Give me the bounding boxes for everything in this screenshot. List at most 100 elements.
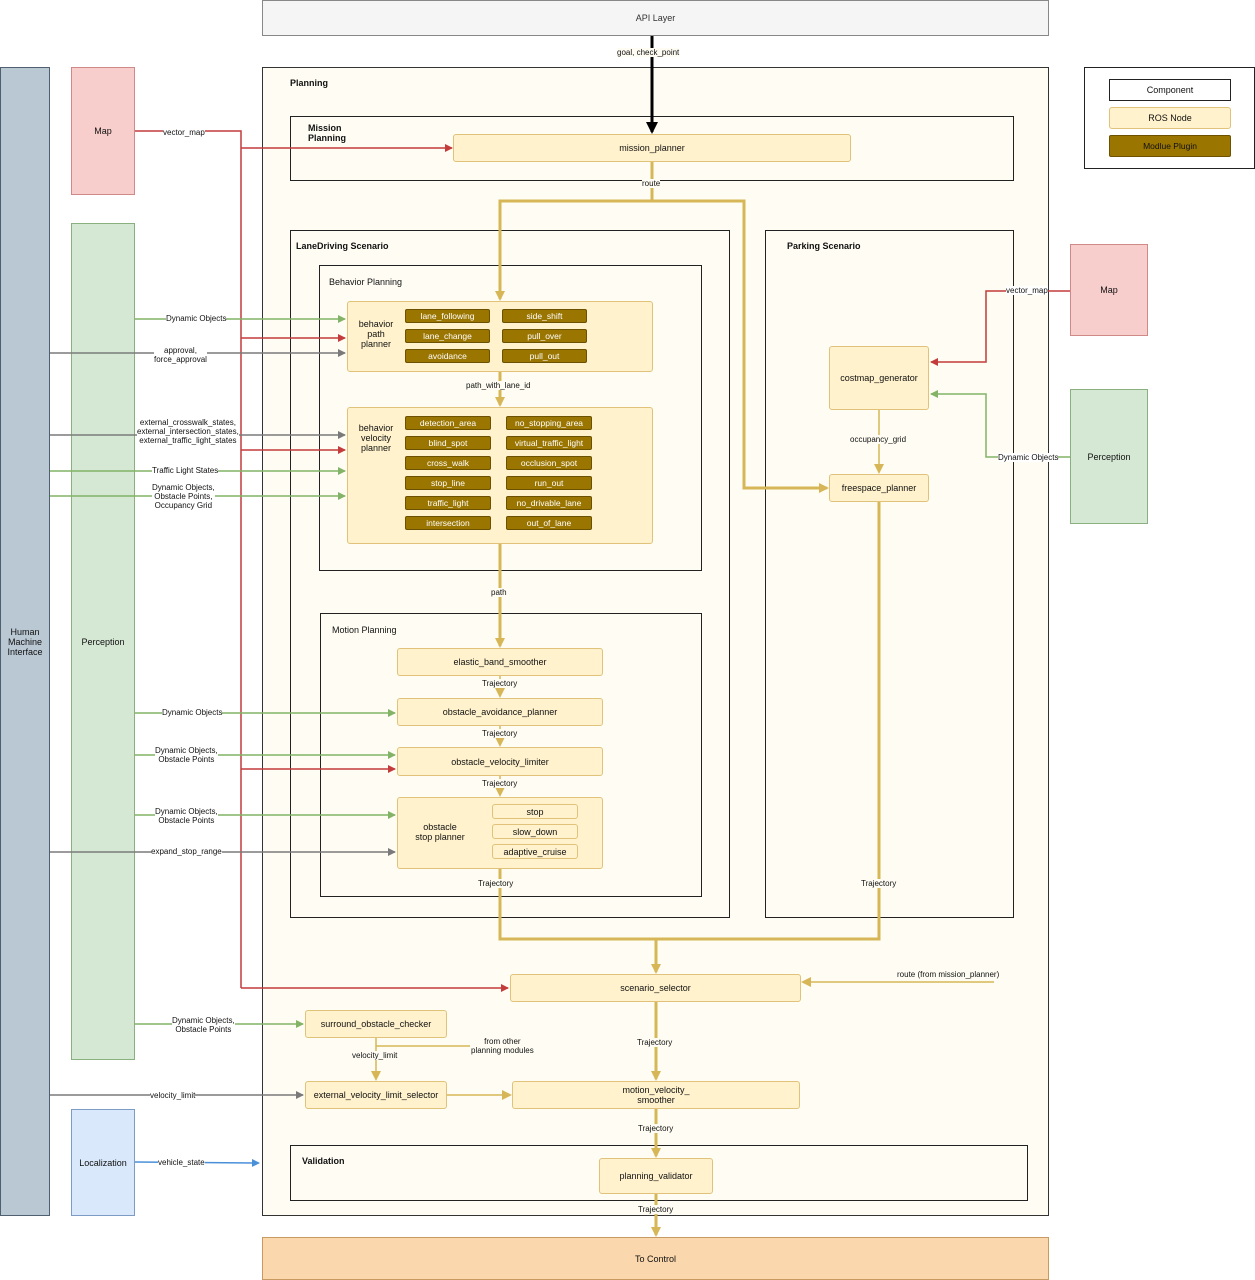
behavior-path-planner-label: behavior path planner [358,319,394,349]
map-left-box: Map [71,67,135,195]
label-dyn-obs-grid: Dynamic Objects, Obstacle Points, Occupa… [152,483,215,510]
elastic-band-smoother-label: elastic_band_smoother [453,657,547,667]
plugin-no-stopping-area[interactable]: no_stopping_area [506,416,592,430]
external-velocity-limit-selector-node[interactable]: external_velocity_limit_selector [305,1081,447,1109]
scenario-selector-node[interactable]: scenario_selector [510,974,801,1002]
label-ext-states: external_crosswalk_states, external_inte… [137,418,239,445]
label-vehicle-state: vehicle_state [158,1158,205,1167]
obstacle-stop-planner-label: obstacle stop planner [415,822,465,842]
costmap-generator-label: costmap_generator [840,373,918,383]
label-dyn-obs-2: Dynamic Objects, Obstacle Points [155,807,218,825]
freespace-planner-node[interactable]: freespace_planner [829,474,929,502]
plugin-pull-out[interactable]: pull_out [502,349,587,363]
map-right-box: Map [1070,244,1148,336]
label-dyn-obj-1: Dynamic Objects [166,314,227,323]
mission-planner-node[interactable]: mission_planner [453,134,851,162]
motion-velocity-smoother-node[interactable]: motion_velocity_ smoother [512,1081,800,1109]
plugin-intersection[interactable]: intersection [405,516,491,530]
planning-validator-node[interactable]: planning_validator [599,1158,713,1194]
plugin-no-drivable-lane[interactable]: no_drivable_lane [506,496,592,510]
hmi-label: Human Machine Interface [7,626,43,657]
wire-vector-map-bus [135,130,242,988]
plugin-traffic-light[interactable]: traffic_light [405,496,491,510]
plugin-lane-following[interactable]: lane_following [405,309,490,323]
plugin-avoidance[interactable]: avoidance [405,349,490,363]
stop-plugin-stop[interactable]: stop [492,804,578,819]
legend-module-plugin: Modlue Plugin [1109,135,1231,157]
label-dyn-obj-2: Dynamic Objects [162,708,223,717]
wire-vector-map-costmap [930,290,1070,366]
behavior-velocity-planner-label: behavior velocity planner [358,423,394,453]
motion-planning-title: Motion Planning [332,625,397,635]
plugin-detection-area[interactable]: detection_area [405,416,491,430]
label-path-lane-id: path_with_lane_id [466,381,531,390]
label-dyn-obs-1: Dynamic Objects, Obstacle Points [155,746,218,764]
surround-obstacle-checker-node[interactable]: surround_obstacle_checker [305,1010,447,1038]
obstacle-velocity-limiter-label: obstacle_velocity_limiter [451,756,549,767]
label-route: route [642,179,661,188]
to-control-label: To Control [634,1253,677,1264]
plugin-stop-line[interactable]: stop_line [405,476,491,490]
mission-planning-title: Mission Planning [308,123,346,143]
plugin-blind-spot[interactable]: blind_spot [405,436,491,450]
plugin-run-out[interactable]: run_out [506,476,592,490]
label-traj-park: Trajectory [861,879,897,888]
wire-traj-lane [498,502,881,941]
label-dyn-obs-3: Dynamic Objects, Obstacle Points [172,1016,235,1034]
localization-box: Localization [71,1109,135,1216]
plugin-virtual-traffic-light[interactable]: virtual_traffic_light [506,436,592,450]
planning-title: Planning [290,78,328,88]
label-approval: approval, force_approval [154,346,207,364]
wire-route-lane [495,162,654,301]
legend-component-label: Component [1146,85,1194,95]
surround-obstacle-checker-label: surround_obstacle_checker [320,1019,432,1029]
planning-validator-label: planning_validator [619,1171,693,1181]
parking-title: Parking Scenario [787,241,861,251]
label-traj-lane: Trajectory [478,879,514,888]
api-layer-label: API Layer [635,13,676,23]
api-layer-box: API Layer [262,0,1049,36]
label-vector-map-right: vector_map [1006,286,1048,295]
wire-dyn-obj-costmap [930,390,1070,458]
freespace-planner-label: freespace_planner [841,483,917,493]
map-left-label: Map [94,126,112,136]
label-path: path [491,588,507,597]
obstacle-avoidance-planner-node[interactable]: obstacle_avoidance_planner [397,698,603,726]
label-dyn-obj-right: Dynamic Objects [998,453,1059,462]
plugin-pull-over[interactable]: pull_over [502,329,587,343]
mission-planner-label: mission_planner [619,143,685,153]
legend-component: Component [1109,79,1231,101]
label-traj-1: Trajectory [482,679,518,688]
elastic-band-smoother-node[interactable]: elastic_band_smoother [397,648,603,676]
perception-right-box: Perception [1070,389,1148,524]
plugin-lane-change[interactable]: lane_change [405,329,490,343]
plugin-cross-walk[interactable]: cross_walk [405,456,491,470]
plugin-side-shift[interactable]: side_shift [502,309,587,323]
label-vector-map-left: vector_map [163,128,205,137]
costmap-generator-node[interactable]: costmap_generator [829,346,929,410]
label-route-from: route (from mission_planner) [897,970,1000,979]
label-velocity-limit-1: velocity_limit [352,1051,398,1060]
perception-right-label: Perception [1087,451,1131,462]
localization-label: Localization [79,1157,127,1168]
validation-title: Validation [302,1156,345,1166]
obstacle-velocity-limiter-node[interactable]: obstacle_velocity_limiter [397,747,603,776]
legend-ros-node: ROS Node [1109,107,1231,129]
label-traj-3: Trajectory [482,779,518,788]
motion-velocity-smoother-label: motion_velocity_ smoother [622,1085,690,1105]
plugin-out-of-lane[interactable]: out_of_lane [506,516,592,530]
legend-ros-node-label: ROS Node [1148,113,1192,123]
map-right-label: Map [1100,285,1118,295]
stop-plugin-slow-down[interactable]: slow_down [492,824,578,839]
external-velocity-limit-selector-label: external_velocity_limit_selector [313,1090,439,1100]
behavior-velocity-planner-node[interactable] [347,407,653,544]
perception-left-box: Perception [71,223,135,1060]
label-goal: goal, check_point [617,48,680,57]
plugin-occlusion-spot[interactable]: occlusion_spot [506,456,592,470]
label-velocity-limit-2: velocity_limit [150,1091,196,1100]
behavior-path-planner-node[interactable] [347,301,653,372]
legend-module-plugin-label: Modlue Plugin [1143,141,1197,151]
stop-plugin-adaptive-cruise[interactable]: adaptive_cruise [492,844,578,859]
lane-driving-title: LaneDriving Scenario [296,241,389,251]
